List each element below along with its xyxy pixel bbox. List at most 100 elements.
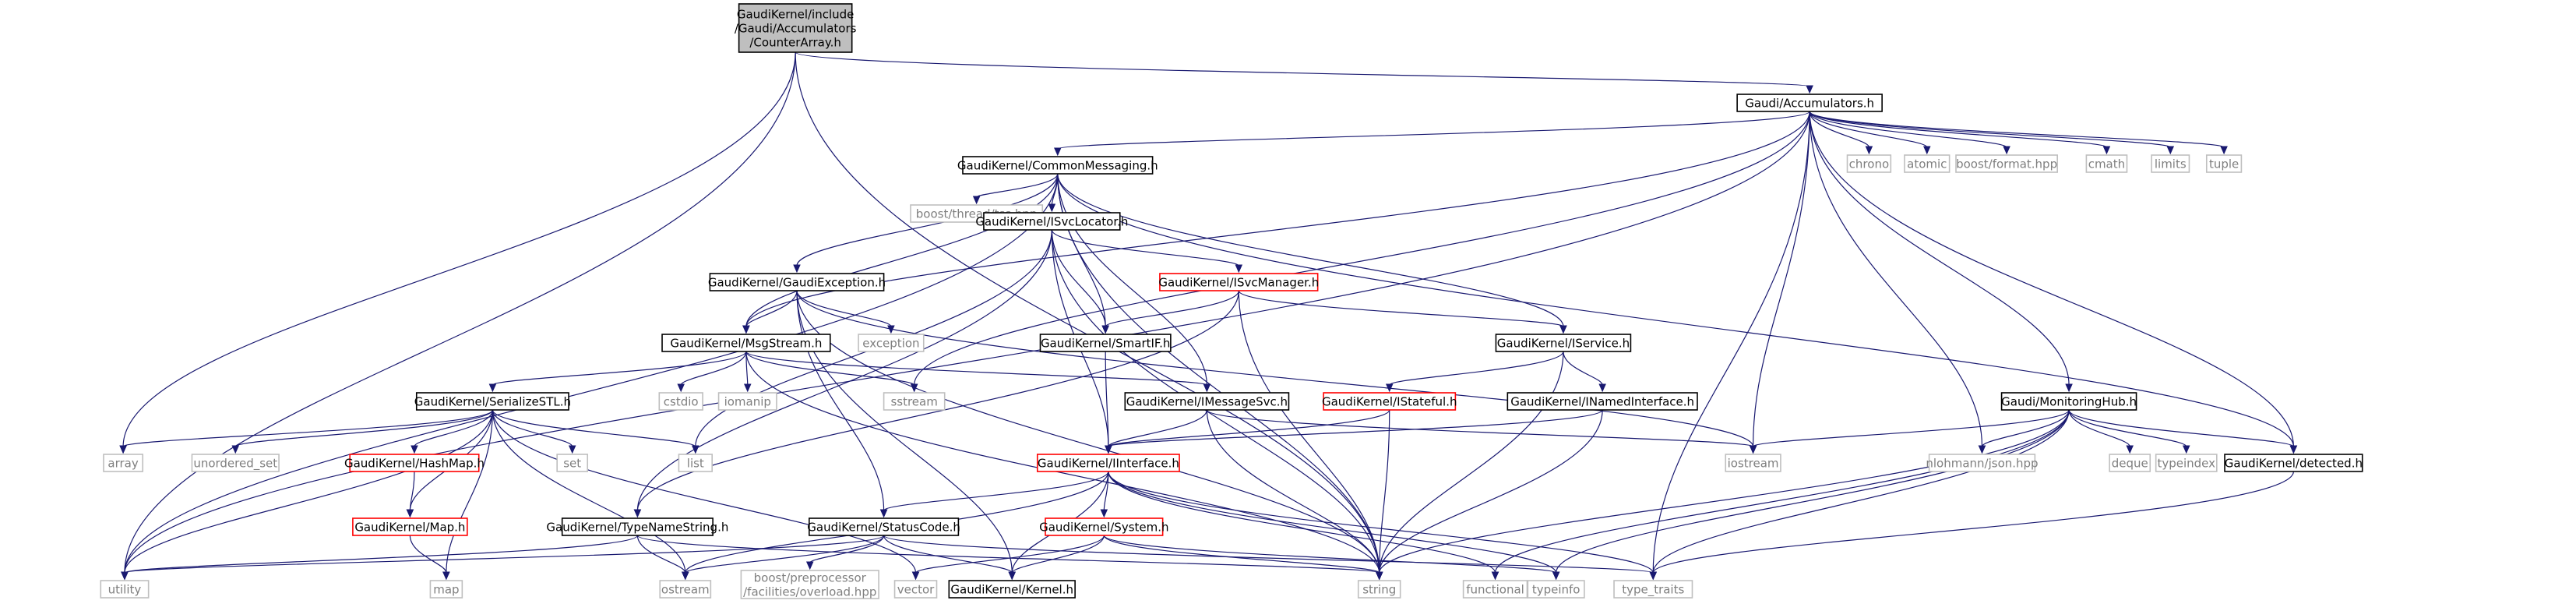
node-isvcloc[interactable]: GaudiKernel/ISvcLocator.h — [975, 212, 1128, 231]
edge-imsgsvc-to-iostream — [1206, 409, 1757, 454]
node-cstdio[interactable]: cstdio — [658, 392, 703, 411]
node-typename[interactable]: GaudiKernel/TypeNameString.h — [546, 517, 728, 536]
edge-arrowhead — [442, 571, 450, 581]
edge-imsgsvc-to-iinterface — [1105, 409, 1207, 454]
node-monhub[interactable]: Gaudi/MonitoringHub.h — [2000, 392, 2137, 411]
edge-typename-to-ostream — [636, 535, 689, 581]
node-functional[interactable]: functional — [1462, 580, 1528, 599]
edge-line — [685, 535, 885, 574]
node-label: GaudiKernel/Kernel.h — [950, 583, 1073, 597]
node-detected[interactable]: GaudiKernel/detected.h — [2224, 454, 2363, 472]
edge-line — [1809, 111, 2108, 148]
node-root[interactable]: GaudiKernel/include/Gaudi/Accumulators/C… — [735, 3, 857, 53]
node-box — [1725, 454, 1781, 472]
edge-gexc-to-msgstream — [742, 290, 798, 334]
node-gexc[interactable]: GaudiKernel/GaudiException.h — [708, 273, 886, 291]
node-sstream[interactable]: sstream — [883, 392, 946, 411]
edge-mapnode-to-map — [409, 535, 450, 581]
edge-line — [1809, 111, 1983, 447]
node-label: GaudiKernel/IStateful.h — [1322, 395, 1457, 409]
node-atomic[interactable]: atomic — [1904, 154, 1951, 173]
node-vector[interactable]: vector — [893, 580, 938, 599]
node-msgstream[interactable]: GaudiKernel/MsgStream.h — [661, 334, 831, 352]
node-isvcmgr[interactable]: GaudiKernel/ISvcManager.h — [1158, 273, 1319, 291]
edge-statuscode-to-preproc — [805, 535, 885, 570]
node-iinterface[interactable]: GaudiKernel/IInterface.h — [1036, 454, 1180, 472]
edge-line — [1051, 229, 1106, 327]
node-box — [1159, 273, 1319, 291]
node-typeindex[interactable]: typeindex — [2155, 454, 2218, 472]
node-map[interactable]: map — [429, 580, 463, 599]
node-typeinfo[interactable]: typeinfo — [1527, 580, 1585, 599]
node-statuscode[interactable]: GaudiKernel/StatusCode.h — [807, 517, 960, 536]
node-label: GaudiKernel/MsgStream.h — [670, 337, 822, 351]
edge-line — [122, 51, 796, 447]
node-imsgsvc[interactable]: GaudiKernel/IMessageSvc.h — [1124, 392, 1290, 411]
edge-line — [796, 290, 885, 511]
node-acc[interactable]: Gaudi/Accumulators.h — [1736, 94, 1883, 112]
node-box — [349, 454, 480, 472]
edge-line — [1108, 409, 1390, 447]
node-iomanip[interactable]: iomanip — [717, 392, 777, 411]
edge-line — [1057, 173, 1380, 574]
edge-statuscode-to-utility — [121, 535, 885, 581]
edge-serstl-to-list — [492, 409, 700, 454]
edge-line — [2068, 409, 2294, 447]
node-box — [948, 580, 1076, 599]
node-hashmap[interactable]: GaudiKernel/HashMap.h — [344, 454, 485, 472]
node-json[interactable]: nlohmann/json.hpp — [1926, 454, 2039, 472]
node-box — [1495, 334, 1632, 352]
edge-msgstream-to-iomanip — [743, 351, 752, 393]
node-mapnode[interactable]: GaudiKernel/Map.h — [352, 517, 468, 536]
node-list[interactable]: list — [678, 454, 713, 472]
node-label: GaudiKernel/IMessageSvc.h — [1126, 395, 1288, 409]
edge-cmsg-to-msgstream — [742, 173, 1059, 334]
node-deque[interactable]: deque — [2109, 454, 2151, 472]
node-iostream[interactable]: iostream — [1725, 454, 1781, 472]
node-box — [1124, 392, 1290, 411]
node-smartif[interactable]: GaudiKernel/SmartIF.h — [1039, 334, 1172, 352]
node-limits[interactable]: limits — [2151, 154, 2190, 173]
node-istateful[interactable]: GaudiKernel/IStateful.h — [1322, 392, 1457, 411]
node-ostream[interactable]: ostream — [659, 580, 712, 599]
edge-arrowhead — [568, 445, 576, 454]
node-preproc[interactable]: boost/preprocessor/facilities/overload.h… — [740, 570, 879, 599]
edge-line — [1051, 229, 1380, 574]
edge-monhub-to-string — [1375, 409, 2070, 581]
node-cmsg[interactable]: GaudiKernel/CommonMessaging.h — [957, 156, 1158, 175]
edge-line — [124, 173, 1059, 574]
node-array[interactable]: array — [103, 454, 144, 472]
node-serstl[interactable]: GaudiKernel/SerializeSTL.h — [414, 392, 571, 411]
edge-line — [1809, 111, 2171, 148]
node-iservice[interactable]: GaudiKernel/IService.h — [1495, 334, 1632, 352]
node-exception[interactable]: exception — [858, 334, 925, 352]
edge-arrowhead — [1235, 264, 1243, 274]
edge-line — [796, 290, 1380, 574]
edge-arrowhead — [2065, 383, 2073, 393]
node-label: GaudiKernel/HashMap.h — [344, 457, 485, 471]
node-isystem[interactable]: GaudiKernel/System.h — [1039, 517, 1169, 536]
node-set[interactable]: set — [556, 454, 589, 472]
node-utility[interactable]: utility — [100, 580, 150, 599]
node-bformat[interactable]: boost/format.hpp — [1955, 154, 2058, 173]
node-type_traits[interactable]: type_traits — [1613, 580, 1693, 599]
node-unordered_set[interactable]: unordered_set — [191, 454, 280, 472]
node-box — [103, 454, 144, 472]
node-string[interactable]: string — [1357, 580, 1401, 599]
node-label: list — [687, 457, 704, 471]
edge-statuscode-to-ostream — [682, 535, 885, 581]
edge-serstl-to-vector — [492, 409, 920, 581]
node-cmath[interactable]: cmath — [2085, 154, 2128, 173]
edge-line — [409, 471, 415, 511]
node-box — [2205, 154, 2243, 173]
edge-line — [745, 111, 1810, 327]
node-tuple[interactable]: tuple — [2205, 154, 2243, 173]
node-kernel[interactable]: GaudiKernel/Kernel.h — [948, 580, 1076, 599]
edge-line — [1753, 111, 1810, 447]
node-inamed[interactable]: GaudiKernel/INamedInterface.h — [1506, 392, 1698, 411]
edge-monhub-to-json — [1978, 409, 2070, 454]
edge-line — [914, 111, 1810, 386]
node-chrono[interactable]: chrono — [1846, 154, 1892, 173]
edge-arrowhead — [1203, 383, 1211, 393]
edge-arrowhead — [1552, 571, 1560, 581]
